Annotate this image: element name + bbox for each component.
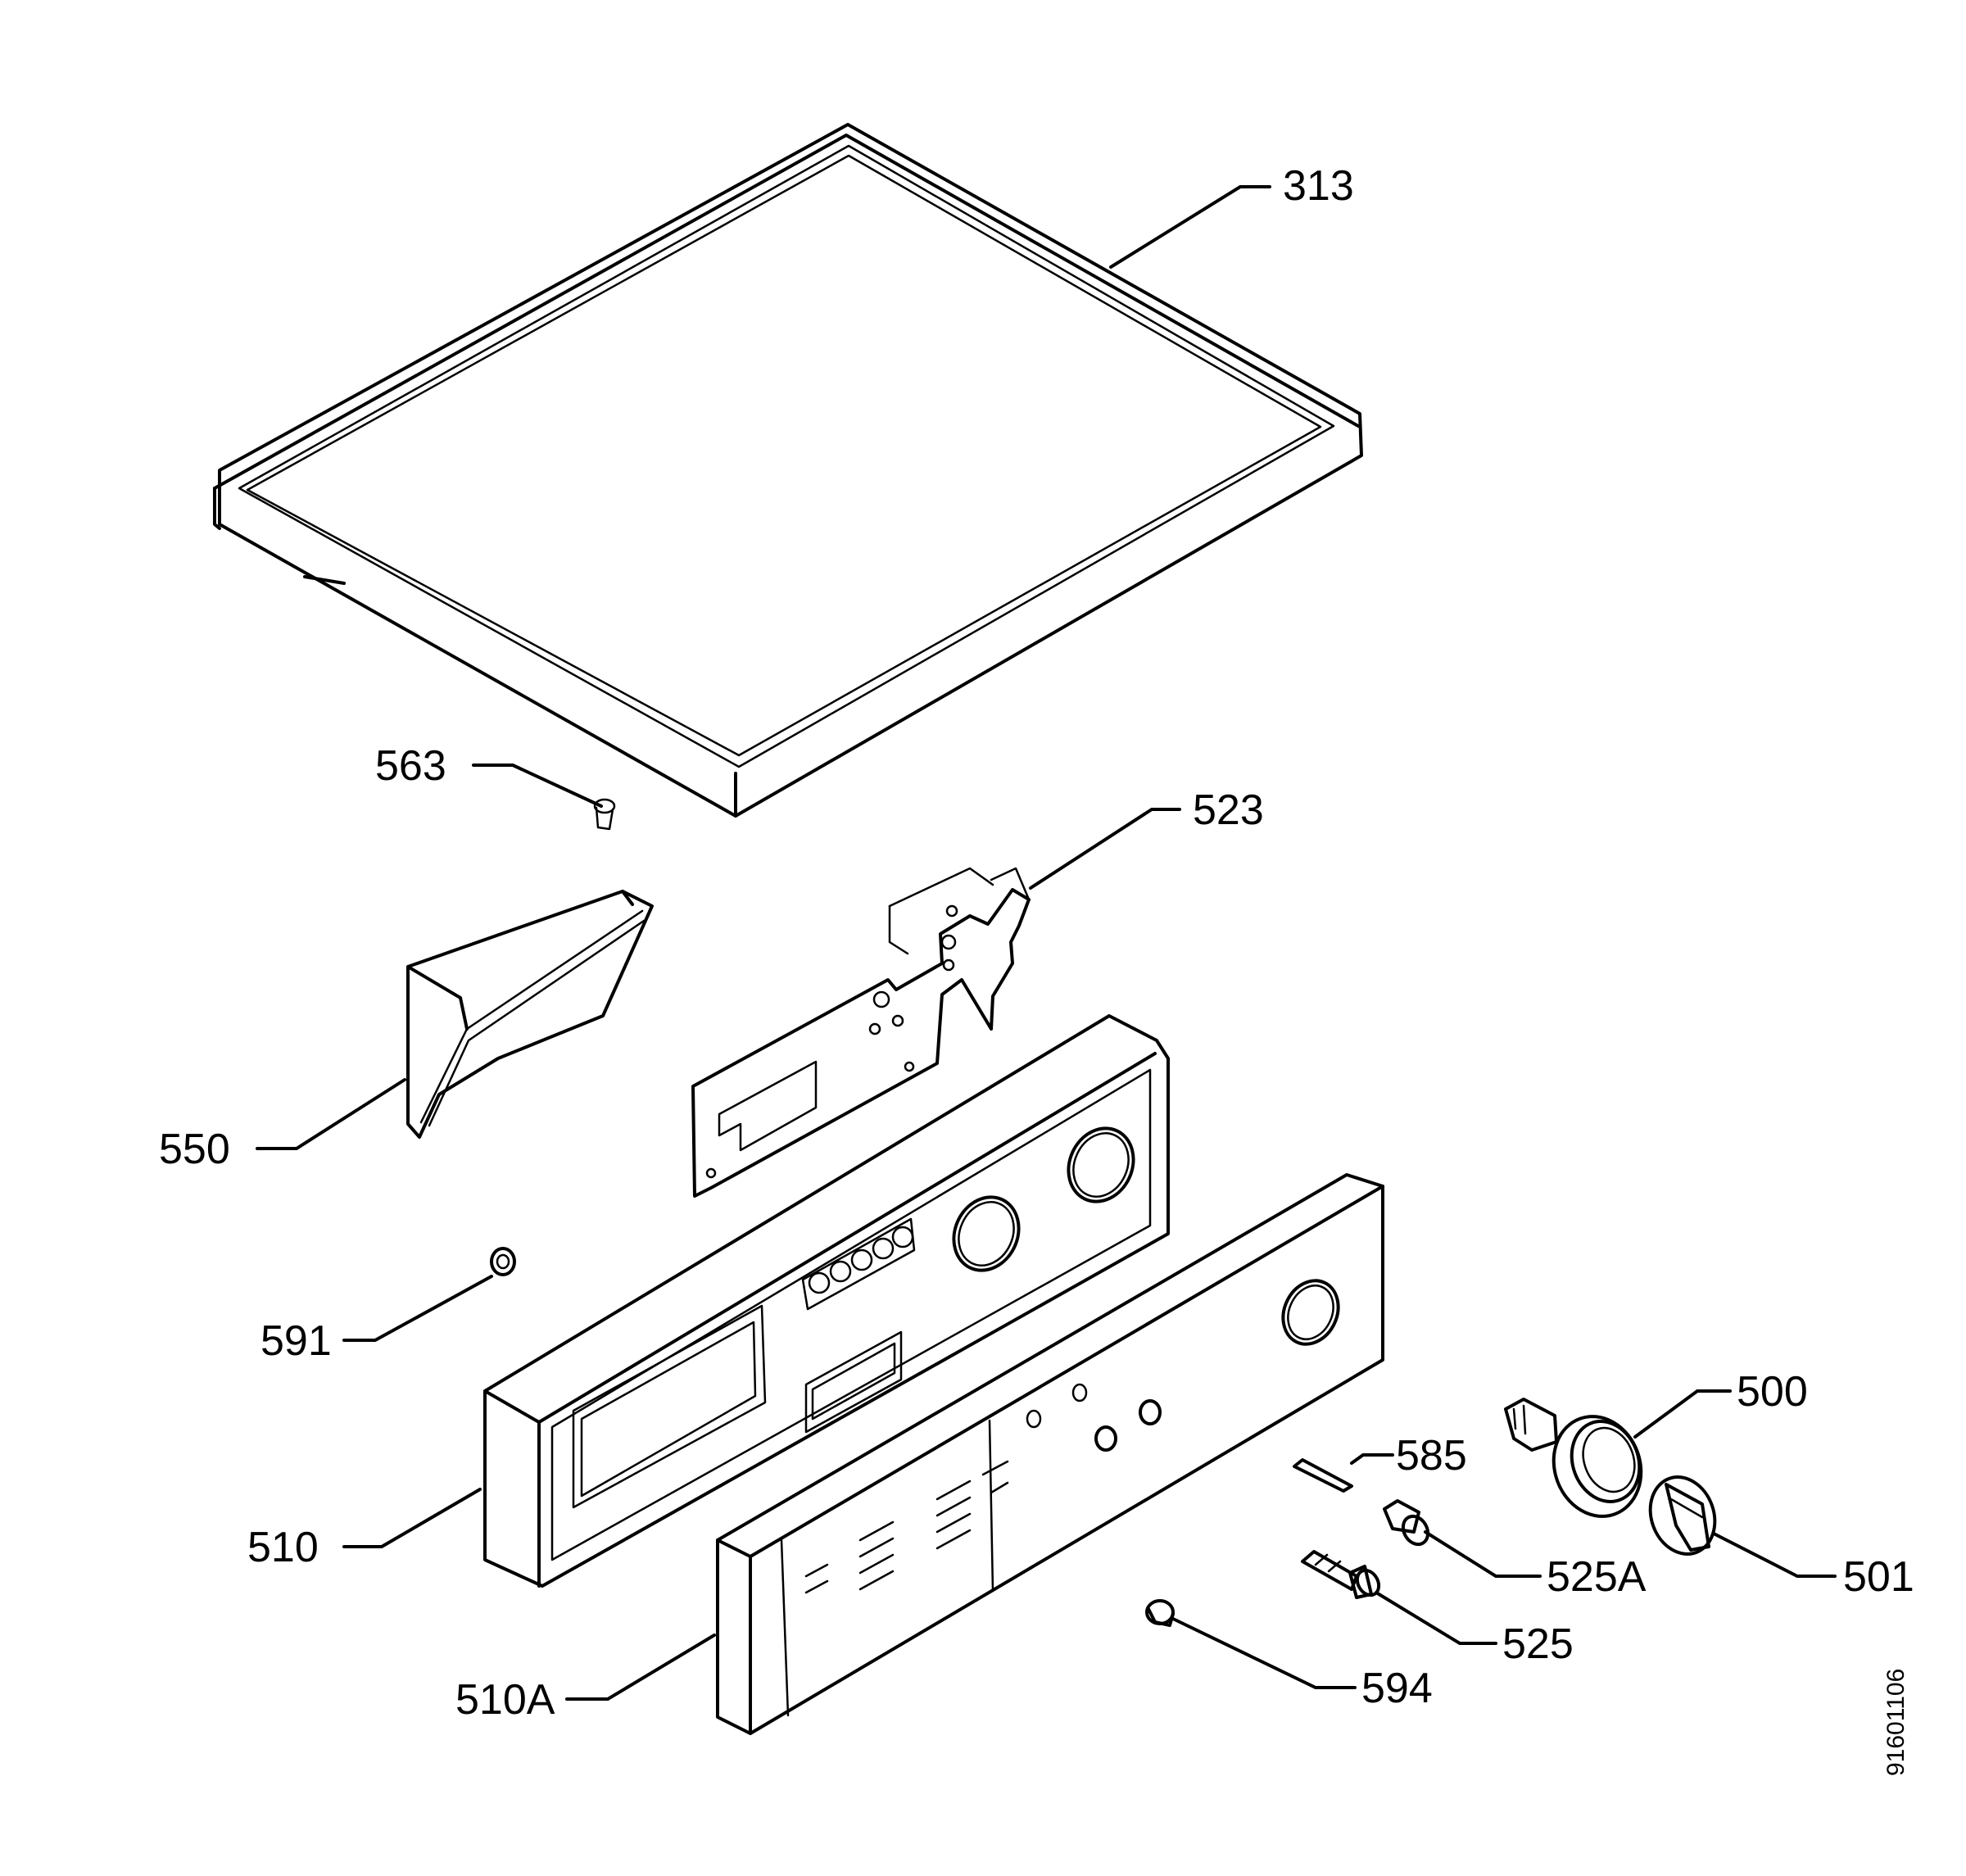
leader-500 [1633,1389,1732,1439]
leader-510a [565,1634,716,1701]
label-510a: 510A [455,1676,555,1724]
leader-lines [256,185,1837,1701]
part-591-grommet [490,1247,516,1276]
part-563-screw [593,798,616,831]
fascia-markings [804,1460,1009,1594]
leader-510 [342,1488,482,1548]
part-501-knob-cap [1648,1475,1717,1556]
label-500: 500 [1737,1368,1808,1416]
leader-313 [1109,185,1271,269]
label-550: 550 [159,1126,230,1173]
label-591: 591 [260,1317,332,1365]
part-585-pin [1293,1458,1353,1493]
part-525-push-rod [1301,1550,1381,1599]
leader-594 [1171,1617,1357,1689]
leader-585 [1350,1453,1394,1465]
leader-525 [1375,1591,1497,1645]
label-510: 510 [247,1524,319,1571]
leader-563 [472,764,603,808]
part-510-control-panel [483,1014,1170,1588]
part-550-drawer-handle [406,890,654,1139]
label-594: 594 [1361,1665,1433,1712]
leader-525a [1424,1530,1542,1578]
drawing-code: 91601106 [1882,1669,1909,1776]
leader-523 [1029,808,1181,890]
callout-labels: 313 563 523 550 591 510 510A 500 585 525… [159,162,1914,1724]
leader-550 [256,1078,406,1150]
part-523-control-bracket [691,867,1031,1198]
label-563: 563 [375,742,446,790]
leader-501 [1712,1532,1837,1578]
label-585: 585 [1396,1432,1467,1480]
label-525a: 525A [1547,1553,1647,1601]
part-500-selector-knob [1504,1398,1643,1518]
part-525a-push-button [1383,1499,1430,1547]
leader-591 [342,1275,493,1342]
label-313: 313 [1283,162,1354,210]
part-594-cap [1145,1599,1175,1627]
label-501: 501 [1843,1553,1914,1601]
label-523: 523 [1193,786,1264,834]
part-313-top-cover [213,123,1363,818]
part-510a-front-fascia [716,1173,1384,1735]
label-525: 525 [1502,1620,1574,1668]
